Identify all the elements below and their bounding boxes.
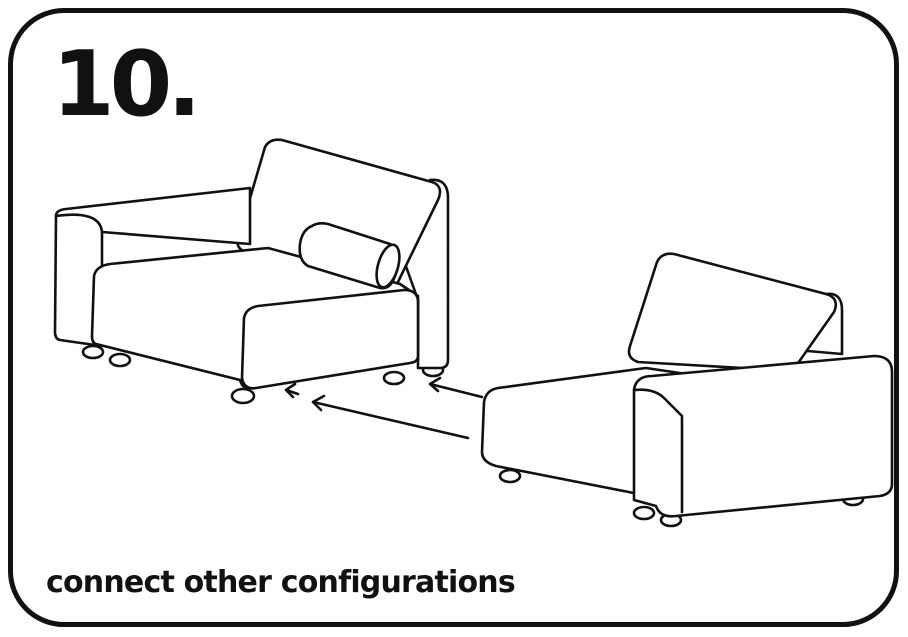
right-sofa-module [482,254,892,526]
left-sofa-foot [232,389,254,403]
right-sofa-foot [500,470,520,482]
right-sofa-armrest-face [634,390,682,512]
left-sofa-foot [384,372,404,384]
right-sofa-foot [634,507,654,519]
step-number: 10. [52,32,201,137]
left-sofa-foot [110,354,130,366]
step-caption: connect other configurations [46,565,516,600]
connection-arrows [286,378,482,438]
left-sofa-bolster-end [372,242,403,290]
right-sofa-back-cushion [629,254,836,372]
arrow-long [313,396,468,438]
arrow-short [286,384,298,397]
left-sofa-front-cushion [242,290,418,388]
left-sofa-module [55,140,448,403]
right-sofa-armrest [634,356,892,516]
arrow-top [430,378,482,397]
left-sofa-foot [83,346,103,358]
left-sofa-armrest-edge [56,215,102,232]
